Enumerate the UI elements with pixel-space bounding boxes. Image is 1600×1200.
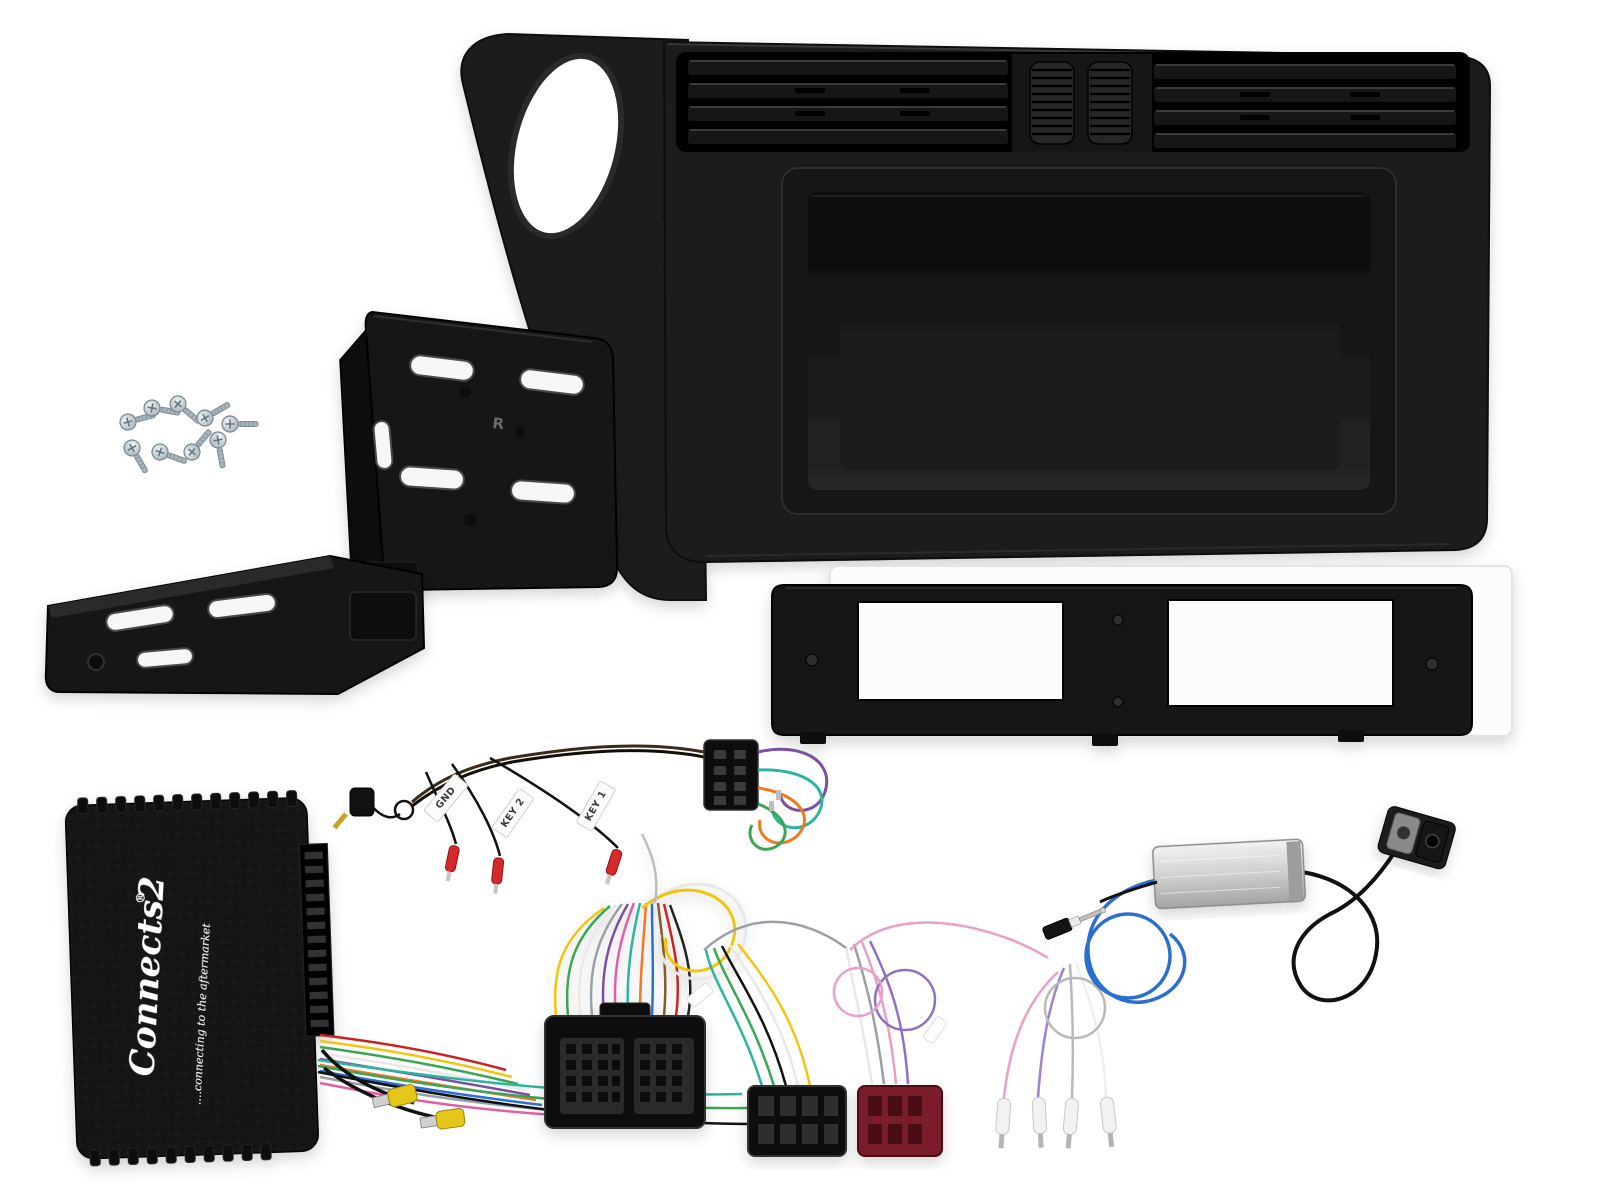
key-harness: GND KEY 2 KEY 1 (332, 739, 829, 895)
jack-35mm-plug (332, 787, 375, 830)
antenna-cable (1291, 848, 1398, 1003)
antenna-blue-coil (1084, 878, 1187, 1004)
iso-connector-black (747, 1085, 847, 1157)
svg-text:®: ® (133, 891, 148, 904)
box-pin-connector (298, 842, 335, 1037)
mounting-bracket-left (44, 554, 426, 696)
label-tag-key2: KEY 2 (492, 788, 534, 838)
antenna-adapter (1042, 806, 1456, 1004)
vent-thumbwheels (1012, 54, 1152, 152)
screw-set (117, 391, 259, 478)
fakra-twin-connector (1377, 806, 1456, 870)
microfit-connector (703, 739, 759, 811)
label-tag-key1: KEY 1 (576, 780, 616, 832)
air-vent-grille (676, 52, 1470, 152)
iso-connector-maroon (857, 1085, 943, 1157)
vent-slats-left (688, 60, 1008, 144)
quadlock-connector (544, 833, 748, 1129)
din-cage-assembly (771, 565, 1513, 746)
antenna-din-plug (1042, 907, 1106, 940)
bracket-marking-r: R (492, 414, 506, 433)
vent-slats-right (1154, 64, 1456, 148)
rca-plugs (320, 1048, 466, 1130)
bullet-red (444, 845, 460, 882)
screen-opening (781, 167, 1397, 515)
quadlock-wires (553, 833, 748, 1017)
dash-fascia-panel (460, 32, 1492, 601)
side-trim-oval-cutout (507, 52, 625, 240)
din-cage-frame (771, 584, 1473, 736)
bullet-red (604, 848, 623, 885)
bullet-terminals (686, 961, 1117, 1149)
mounting-bracket-right: R (339, 310, 619, 593)
iso-wires (703, 920, 1049, 1087)
bullet-red (491, 857, 505, 895)
antenna-amplifier-box (1152, 838, 1306, 910)
interface-box: Connects2 ® ....connecting to the afterm… (64, 790, 335, 1167)
